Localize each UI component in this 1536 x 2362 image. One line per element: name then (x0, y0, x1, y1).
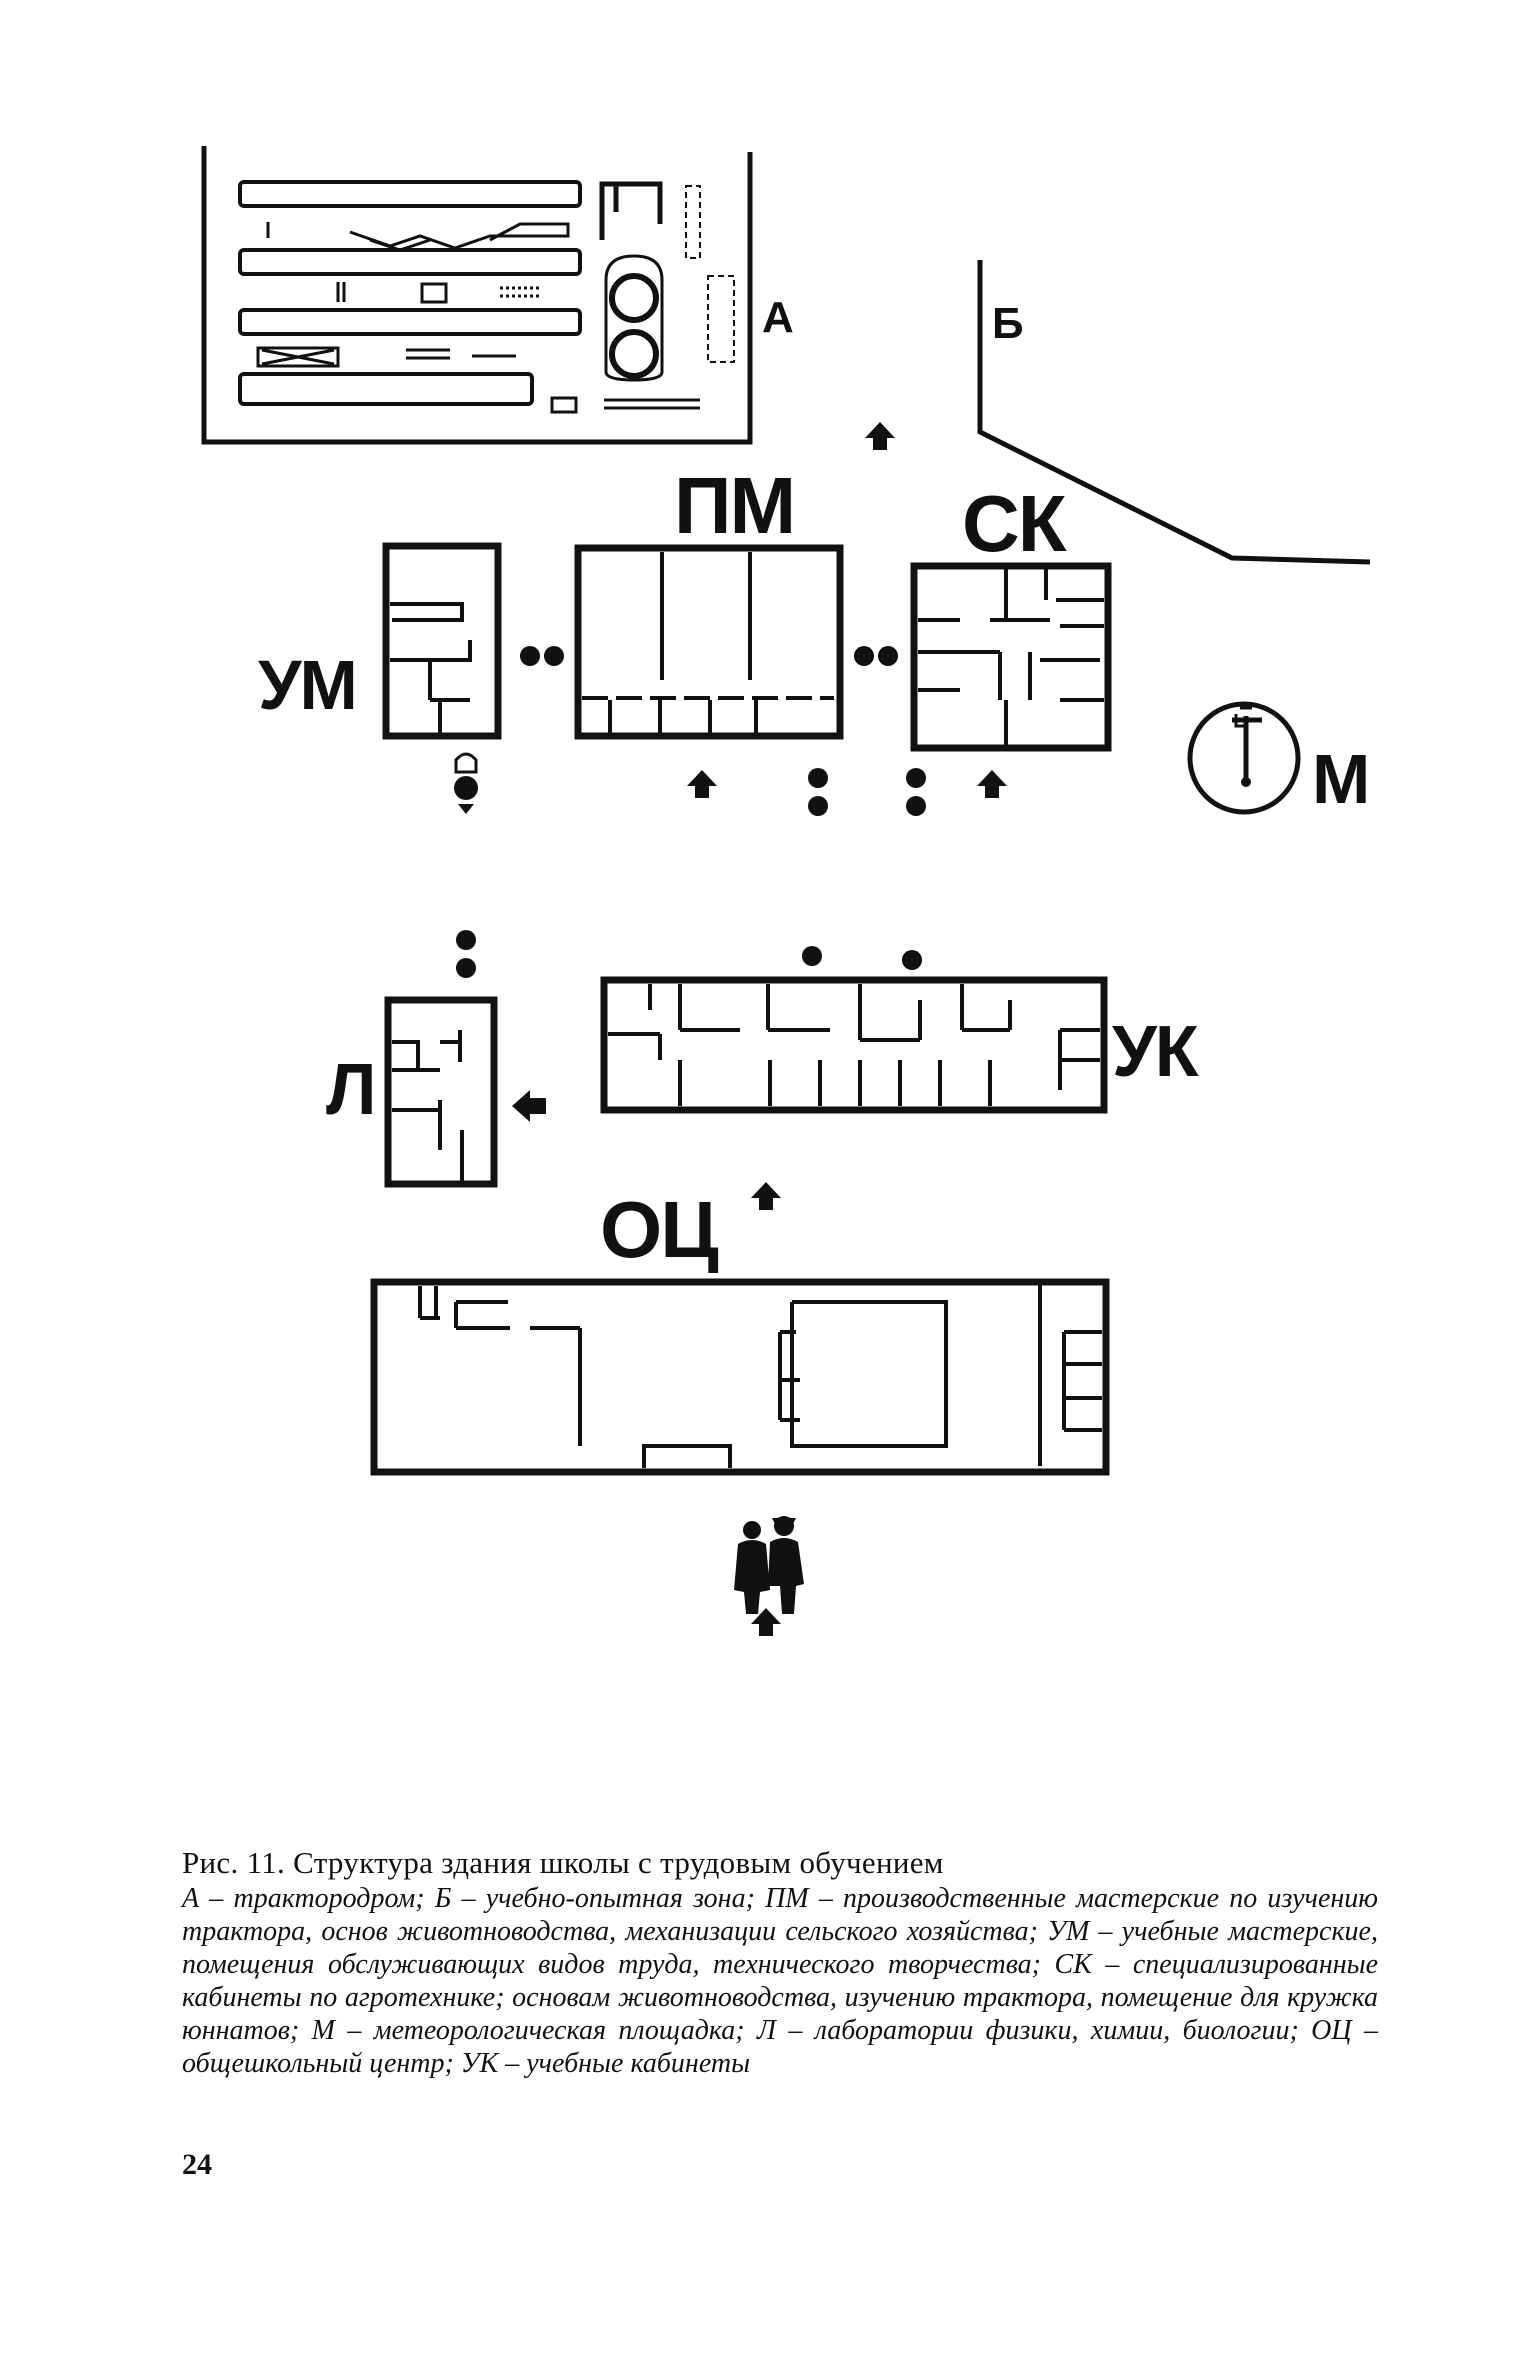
experimental-zone-boundary (977, 260, 1371, 565)
label-a: А (762, 293, 794, 342)
meteo-station-icon (1187, 701, 1301, 815)
caption-body: А – трактородром; Б – учебно-опытная зон… (182, 1883, 1378, 2079)
label-um: УМ (258, 646, 358, 724)
label-b: Б (992, 299, 1024, 348)
pm-building (574, 544, 844, 740)
label-l: Л (326, 1050, 377, 1130)
entrance-arrow-icon (751, 1182, 781, 1210)
figure-caption: Рис. 11. Структура здания школы с трудов… (182, 1846, 1378, 2080)
label-m: М (1312, 740, 1371, 818)
label-uk: УК (1112, 1012, 1199, 1092)
entrance-arrow-icon (687, 770, 717, 798)
l-building (384, 996, 498, 1188)
people-icon (734, 1516, 804, 1614)
oc-building (370, 1278, 1110, 1476)
caption-title: Рис. 11. Структура здания школы с трудов… (182, 1845, 944, 1880)
entrance-arrow-icon (865, 422, 895, 450)
uk-building (600, 976, 1108, 1114)
sk-building (910, 562, 1112, 752)
label-sk: СК (962, 479, 1067, 568)
fire-hydrant-icon (454, 752, 478, 814)
passage-dots (456, 646, 926, 978)
label-pm: ПМ (674, 461, 796, 550)
page-number: 24 (182, 2148, 212, 2181)
um-building (382, 542, 502, 740)
entrance-arrow-left-icon (512, 1090, 546, 1122)
tractordrome-area (201, 146, 753, 445)
entrance-arrow-icon (977, 770, 1007, 798)
label-oc: ОЦ (600, 1185, 719, 1274)
